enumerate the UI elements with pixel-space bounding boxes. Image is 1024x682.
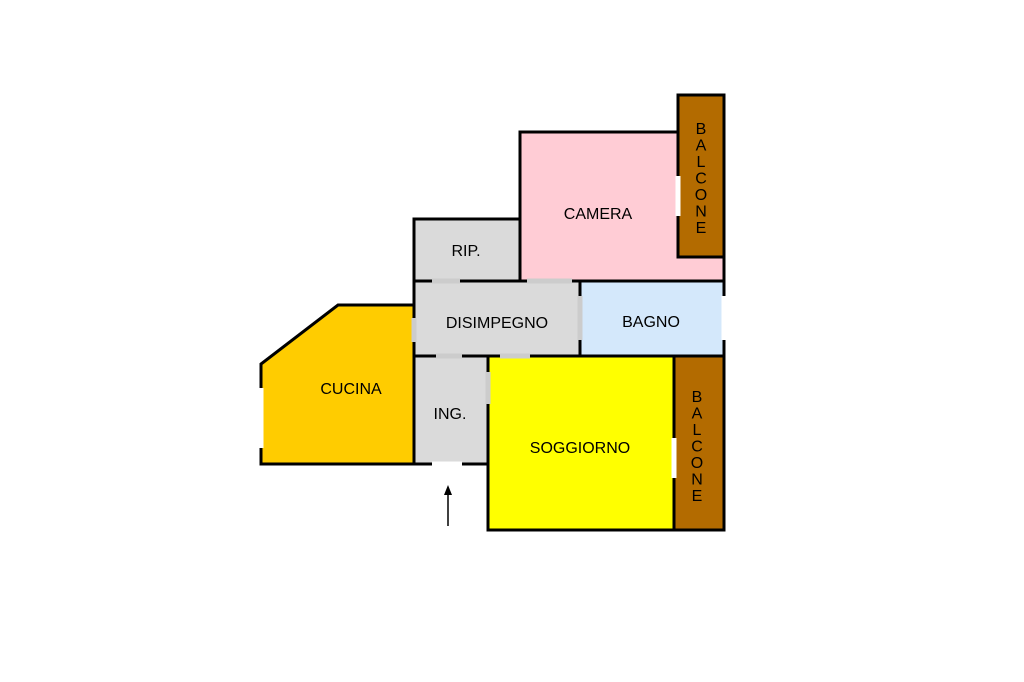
room-cucina[interactable]	[259, 303, 416, 466]
room-ripostiglio[interactable]	[412, 217, 522, 283]
up-arrow-icon	[444, 485, 452, 526]
room-cucina-label: CUCINA	[320, 381, 382, 398]
room-ingresso-label: ING.	[434, 406, 467, 423]
room-camera-label: CAMERA	[564, 206, 633, 223]
room-balcone-bottom[interactable]	[672, 354, 726, 532]
room-soggiorno-label: SOGGIORNO	[530, 440, 630, 457]
room-ripostiglio-label: RIP.	[451, 243, 480, 260]
room-bagno-label: BAGNO	[622, 314, 680, 331]
room-balcone-top[interactable]	[676, 93, 726, 259]
room-ingresso[interactable]	[412, 354, 490, 466]
room-disimpegno-label: DISIMPEGNO	[446, 315, 548, 332]
